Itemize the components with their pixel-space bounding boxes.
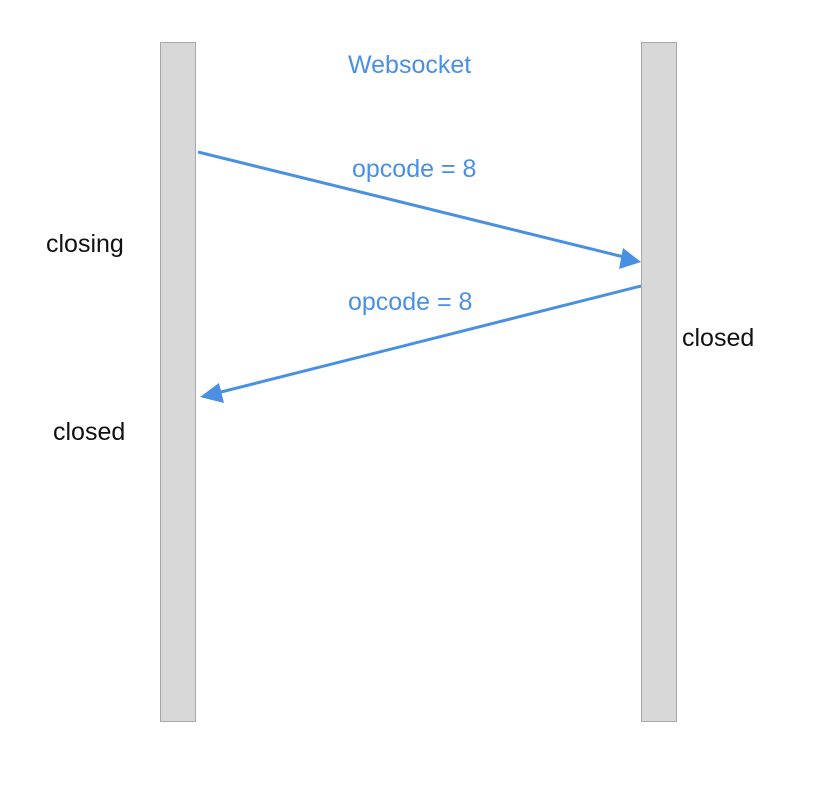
close-frame-arrow-2 bbox=[216, 284, 642, 395]
diagram-title: Websocket bbox=[348, 51, 472, 79]
server-lifeline bbox=[641, 42, 677, 722]
close-frame-arrow-1 bbox=[197, 150, 625, 259]
client-lifeline bbox=[160, 42, 196, 722]
server-state-closed: closed bbox=[682, 324, 755, 352]
client-state-closing: closing bbox=[46, 230, 124, 258]
message-label-1: opcode = 8 bbox=[352, 155, 477, 183]
message-label-2: opcode = 8 bbox=[348, 288, 473, 316]
client-state-closed: closed bbox=[53, 418, 126, 446]
close-frame-arrowhead-2 bbox=[200, 383, 224, 403]
close-frame-arrowhead-1 bbox=[619, 248, 641, 269]
